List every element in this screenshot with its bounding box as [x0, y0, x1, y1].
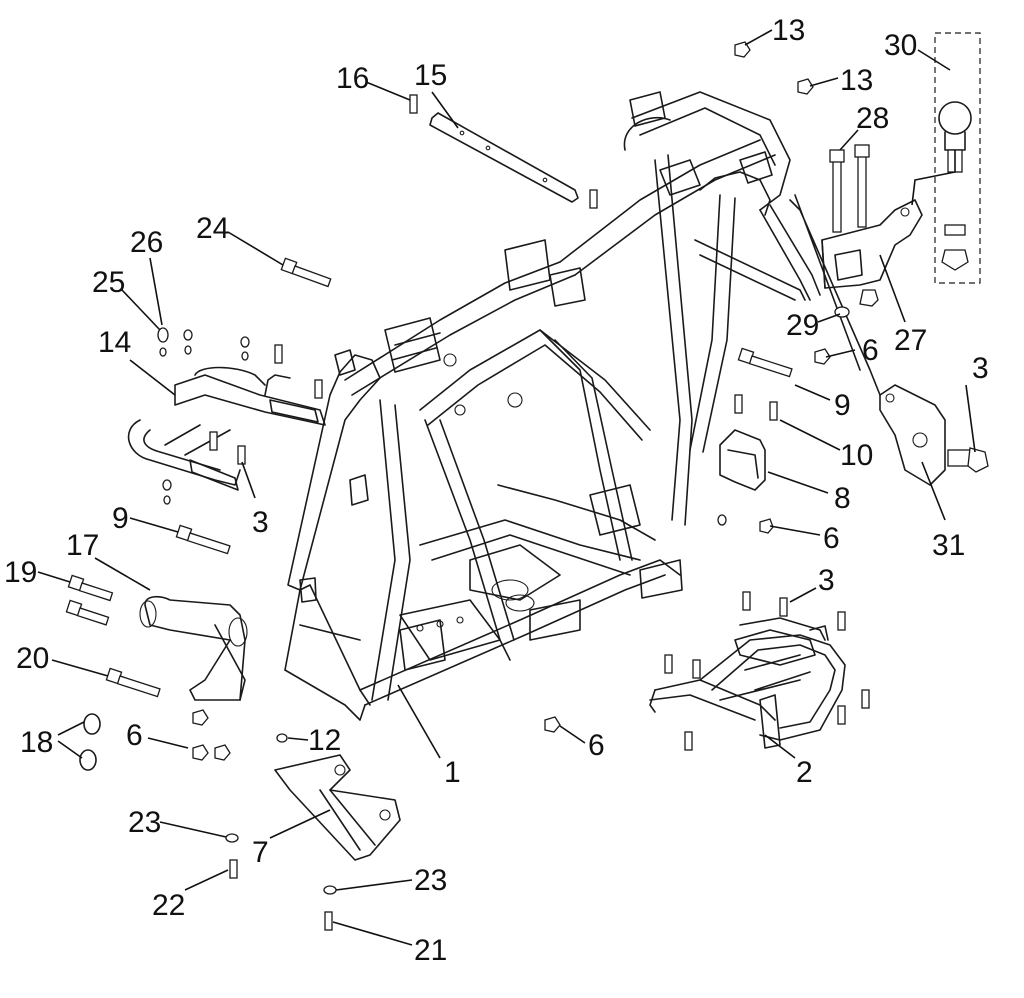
callout-27: 27 [894, 324, 927, 357]
main-frame [284, 91, 821, 721]
tow-bracket [821, 144, 923, 307]
callout-3: 3 [818, 564, 835, 597]
callout-2: 2 [796, 756, 813, 789]
callout-28: 28 [856, 102, 889, 135]
hitch-ball-kit [934, 32, 981, 284]
bolt-9-left [175, 524, 231, 555]
callout-3: 3 [252, 506, 269, 539]
fasteners [65, 41, 870, 931]
callout-29: 29 [786, 309, 819, 342]
bolt-9-right [737, 347, 793, 378]
small-bolts [209, 94, 870, 931]
callout-23: 23 [414, 864, 447, 897]
callout-16: 16 [336, 62, 369, 95]
callout-26: 26 [130, 226, 163, 259]
callout-6: 6 [588, 729, 605, 762]
callout-25: 25 [92, 266, 125, 299]
callout-9: 9 [834, 389, 851, 422]
callouts: 1 2 3 3 3 6 6 6 6 7 8 9 9 10 12 13 13 14… [4, 14, 989, 967]
callout-9: 9 [112, 502, 129, 535]
right-footrest [649, 617, 846, 749]
small-bracket-8 [719, 429, 766, 491]
callout-20: 20 [16, 642, 49, 675]
left-footrest [127, 366, 326, 491]
plate-31 [879, 384, 989, 486]
callout-6: 6 [126, 719, 143, 752]
lower-bracket [274, 754, 401, 861]
callout-15: 15 [414, 59, 447, 92]
callout-23: 23 [128, 806, 161, 839]
bolt-24 [280, 257, 332, 288]
callout-7: 7 [252, 836, 269, 869]
bolt-19b [65, 599, 110, 626]
callout-18: 18 [20, 726, 53, 759]
callout-14: 14 [98, 326, 131, 359]
callout-24: 24 [196, 212, 229, 245]
callout-22: 22 [152, 889, 185, 922]
callout-19: 19 [4, 556, 37, 589]
callout-12: 12 [308, 724, 341, 757]
bolt-20 [105, 667, 161, 698]
strap-plate [429, 112, 579, 203]
callout-31: 31 [932, 529, 965, 562]
callout-13: 13 [772, 14, 805, 47]
callout-1: 1 [444, 756, 461, 789]
bolt-19 [67, 574, 114, 602]
callout-8: 8 [834, 482, 851, 515]
callout-13: 13 [840, 64, 873, 97]
callout-3: 3 [972, 352, 989, 385]
callout-21: 21 [414, 934, 447, 967]
callout-10: 10 [840, 439, 873, 472]
callout-6: 6 [862, 334, 879, 367]
side-bracket [139, 595, 248, 701]
nuts-washers [157, 41, 850, 895]
callout-17: 17 [66, 529, 99, 562]
callout-30: 30 [884, 29, 917, 62]
callout-6: 6 [823, 522, 840, 555]
leader-lines [37, 29, 976, 946]
